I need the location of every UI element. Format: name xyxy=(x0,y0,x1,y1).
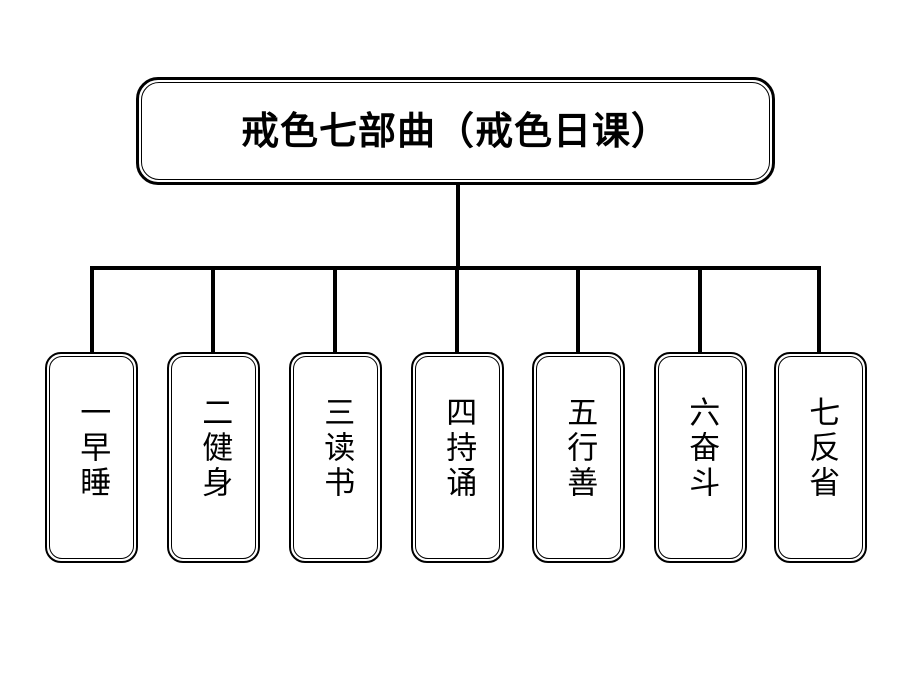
connector-drop-1 xyxy=(90,268,94,354)
node-2-label: 二健身 xyxy=(196,396,233,501)
node-1-label: 一早睡 xyxy=(74,396,111,501)
connector-drop-3 xyxy=(333,268,337,354)
node-3-label: 三读书 xyxy=(318,396,355,501)
node-1-early-sleep[interactable]: 一早睡 xyxy=(45,352,138,563)
connector-drop-2 xyxy=(211,268,215,354)
connector-drop-5 xyxy=(576,268,580,354)
node-5-label: 五行善 xyxy=(561,396,598,501)
connector-drop-4 xyxy=(455,268,459,354)
connector-drop-6 xyxy=(698,268,702,354)
root-node[interactable]: 戒色七部曲（戒色日课） xyxy=(136,77,775,185)
node-3-reading[interactable]: 三读书 xyxy=(289,352,382,563)
node-5-doing-good[interactable]: 五行善 xyxy=(532,352,625,563)
node-7-label: 七反省 xyxy=(803,396,840,501)
node-4-label: 四持诵 xyxy=(440,396,477,501)
node-2-fitness[interactable]: 二健身 xyxy=(167,352,260,563)
node-6-label: 六奋斗 xyxy=(683,396,720,501)
connector-drop-7 xyxy=(817,268,821,354)
node-4-recitation[interactable]: 四持诵 xyxy=(411,352,504,563)
root-node-label: 戒色七部曲（戒色日课） xyxy=(240,109,670,153)
node-6-striving[interactable]: 六奋斗 xyxy=(654,352,747,563)
node-7-self-reflection[interactable]: 七反省 xyxy=(774,352,867,563)
connector-root-stem xyxy=(456,185,460,270)
